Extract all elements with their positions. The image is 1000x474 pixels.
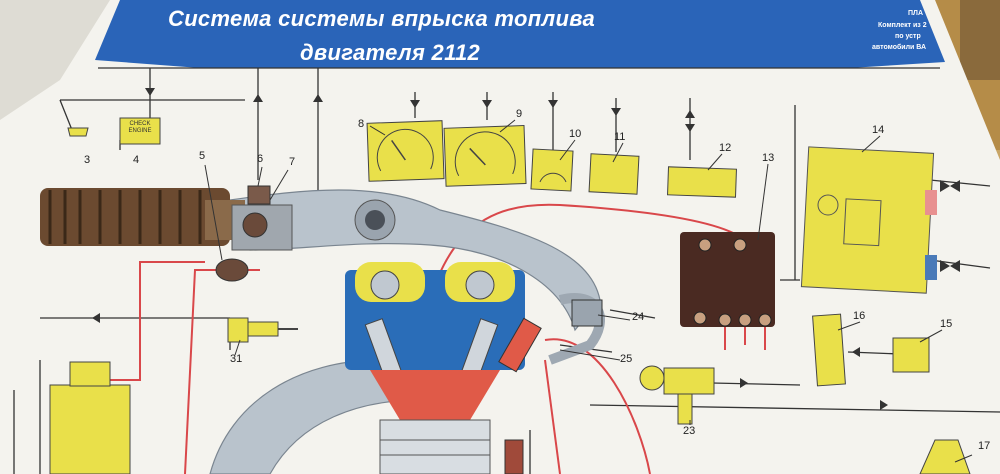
adsorber-valve (919, 439, 971, 474)
callout-12: 12 (719, 142, 732, 154)
check-engine-line2: ENGINE (128, 128, 152, 134)
callout-leaders (204, 119, 973, 463)
knock-sensor (504, 439, 524, 474)
corner-text-4: автомобили ВА (872, 44, 927, 51)
throttle-position-sensor (242, 212, 268, 238)
fuel-injector (498, 317, 542, 373)
callout-11: 11 (614, 131, 626, 143)
callout-15: 15 (940, 318, 953, 330)
check-engine-label: CHECK ENGINE (120, 121, 160, 135)
title-line-2: двигателя 2112 (300, 40, 481, 65)
oxygen-sensor (812, 313, 846, 387)
air-temperature-sensor (215, 258, 249, 282)
relay (667, 166, 737, 198)
callout-13: 13 (762, 152, 775, 164)
callout-17: 17 (978, 440, 991, 452)
fuel-gauge (530, 148, 574, 192)
callout-9: 9 (516, 108, 523, 120)
wiring-lines (13, 67, 1000, 474)
callout-8: 8 (358, 118, 365, 130)
title-line-1: Система системы впрыска топлива (168, 6, 596, 31)
callout-25: 25 (620, 353, 633, 365)
fuel-pressure-regulator (571, 299, 603, 327)
callout-6: 6 (257, 153, 264, 165)
callout-23: 23 (683, 425, 696, 437)
callout-5: 5 (199, 150, 206, 162)
cylinder-head (345, 262, 525, 474)
check-engine-lamp (119, 117, 161, 145)
engine-control-unit (800, 146, 935, 294)
corner-text-3: по устр (895, 33, 921, 40)
warning-lamp-block (588, 153, 640, 195)
callout-10: 10 (569, 128, 582, 140)
fuel-pump-module (49, 361, 131, 474)
callout-24: 24 (632, 311, 645, 323)
tachometer-gauge (366, 120, 445, 182)
corner-text-2: Комплект из 2 (878, 22, 927, 29)
check-engine-line1: CHECK (129, 121, 151, 127)
speed-sensor (892, 337, 930, 373)
crankshaft-position-sensor (639, 365, 715, 425)
callout-31: 31 (230, 353, 243, 365)
ignition-module (680, 232, 775, 327)
header-band (95, 0, 945, 68)
idle-air-control (247, 185, 271, 205)
callout-4: 4 (133, 154, 140, 166)
coolant-temperature-sensor (227, 317, 298, 343)
speedometer-gauge (443, 124, 527, 187)
ground-terminal (67, 127, 89, 137)
corner-text-1: ПЛА (908, 10, 923, 17)
callout-16: 16 (853, 310, 866, 322)
wiring-arrows (92, 88, 960, 410)
callout-7: 7 (289, 156, 296, 168)
callout-3: 3 (84, 154, 91, 166)
callout-14: 14 (872, 124, 885, 136)
